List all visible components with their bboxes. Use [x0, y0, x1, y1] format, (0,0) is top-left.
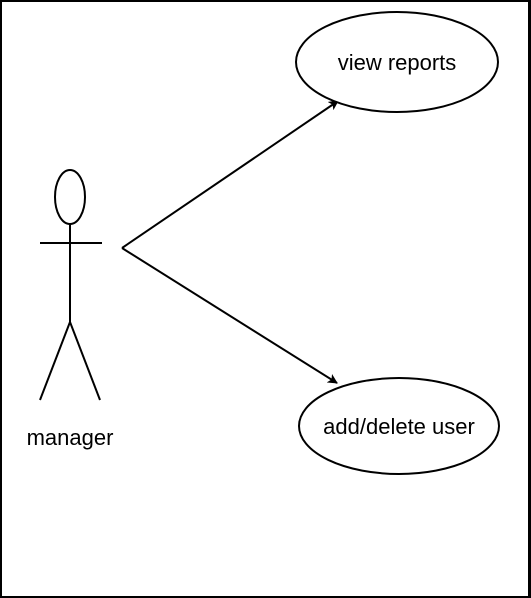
actor-left-leg — [39, 321, 71, 401]
use-case-view-reports: view reports — [295, 11, 499, 113]
actor-label: manager — [27, 425, 114, 450]
actor-right-leg — [69, 321, 101, 401]
association-add-delete-user — [121, 247, 338, 384]
use-case-label: add/delete user — [323, 414, 475, 439]
use-case-add-delete-user: add/delete user — [298, 377, 500, 475]
actor-manager — [39, 169, 102, 401]
actor-head — [54, 169, 86, 225]
association-view-reports — [121, 100, 339, 249]
use-case-label: view reports — [338, 50, 457, 75]
